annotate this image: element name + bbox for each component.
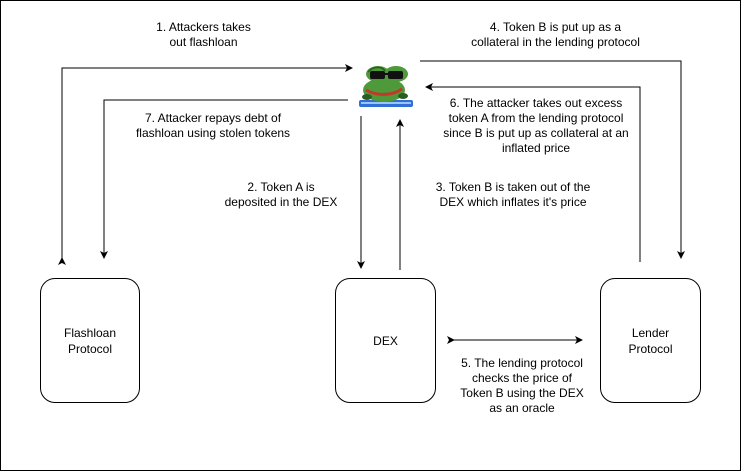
dex-label: DEX [373,333,398,348]
flashloan-protocol-node: Flashloan Protocol [40,278,140,403]
step-2-label: 2. Token A is deposited in the DEX [224,180,338,209]
step-7-label: 7. Attacker repays debt of flashloan usi… [135,111,291,140]
step-1-label: 1. Attackers takes out flashloan [156,20,251,49]
dex-node: DEX [335,278,436,403]
step-5-label: 5. The lending protocol checks the price… [460,356,584,415]
lender-protocol-node: Lender Protocol [600,278,701,403]
frog-with-sunglasses-icon [359,66,413,107]
edge-attacker-to-lender [420,60,685,259]
lender-protocol-label: Lender Protocol [628,325,673,356]
step-3-label: 3. Token B is taken out of the DEX which… [435,180,591,209]
step-4-label: 4. Token B is put up as a collateral in … [471,20,640,49]
edge-lender-to-attacker [425,83,641,262]
edge-flashloan-to-attacker [58,64,353,265]
step-6-label: 6. The attacker takes out excess token A… [443,96,629,155]
flashloan-protocol-label: Flashloan Protocol [63,325,117,356]
edge-attacker-to-flashloan [100,99,348,259]
